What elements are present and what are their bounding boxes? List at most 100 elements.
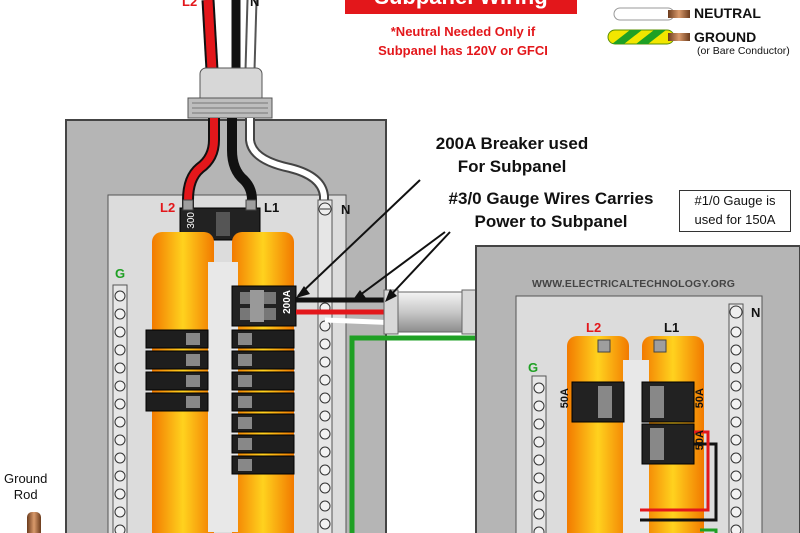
legend-neutral-label: NEUTRAL xyxy=(694,5,761,21)
terminal-screw xyxy=(730,380,742,392)
terminal-screw xyxy=(533,436,545,448)
terminal-screw xyxy=(533,454,545,466)
breaker-handle xyxy=(238,375,252,387)
main-l2-label: L2 xyxy=(160,200,176,215)
legend-ground-label: GROUND xyxy=(694,29,757,45)
ground-rod-label-line-1: Ground xyxy=(4,471,48,486)
terminal-screw xyxy=(114,290,126,302)
top-wire-n-label: N xyxy=(250,0,260,9)
neutral-note: *Neutral Needed Only if Subpanel has 120… xyxy=(352,22,574,60)
neutral-note-line-2: Subpanel has 120V or GFCI xyxy=(378,43,548,58)
terminal-screw xyxy=(319,500,331,512)
breaker-handle xyxy=(238,417,252,429)
terminal-screw xyxy=(533,400,545,412)
main-n-label: N xyxy=(341,202,351,217)
gauge-note-line-2: used for 150A xyxy=(694,212,776,227)
legend-ground-wire xyxy=(607,29,690,45)
terminal-screw xyxy=(114,308,126,320)
terminal-screw xyxy=(730,362,742,374)
sub-l1-label: L1 xyxy=(664,320,680,335)
terminal-screw xyxy=(533,472,545,484)
sub-n-label: N xyxy=(751,305,761,320)
terminal-screw xyxy=(730,506,742,518)
ground-rod-label-line-2: Rod xyxy=(13,487,38,502)
terminal-screw xyxy=(730,398,742,410)
terminal-screw xyxy=(114,524,126,533)
subpanel-breaker-right-top xyxy=(641,381,695,423)
sub-breaker-left-rating: 50A xyxy=(559,388,571,409)
terminal-screw xyxy=(730,524,742,533)
neutral-note-line-1: *Neutral Needed Only if xyxy=(390,24,536,39)
sub-g-label: G xyxy=(528,360,539,375)
terminal-screw xyxy=(319,428,331,440)
website-watermark: WWW.ELECTRICALTECHNOLOGY.ORG xyxy=(532,278,736,290)
terminal-screw xyxy=(319,518,331,530)
subpanel-breaker-right-bottom xyxy=(641,423,695,465)
subpanel-branch-wires xyxy=(640,430,718,533)
terminal-screw xyxy=(319,410,331,422)
callout-arrows xyxy=(296,179,451,302)
breaker-handle xyxy=(186,375,200,387)
service-entrance-wires xyxy=(201,0,258,71)
sub-breaker-right-bottom-rating: 50A xyxy=(694,430,706,451)
terminal-screw xyxy=(114,380,126,392)
terminal-screw xyxy=(114,362,126,374)
terminal-screw xyxy=(114,452,126,464)
terminal-screw xyxy=(319,338,331,350)
terminal-screw xyxy=(319,464,331,476)
main-g-label: G xyxy=(115,266,126,281)
terminal-screw xyxy=(533,526,545,533)
terminal-screw xyxy=(319,374,331,386)
main-l1-label: L1 xyxy=(264,200,280,215)
breaker-handle xyxy=(238,354,252,366)
subpanel-breaker-left xyxy=(571,381,625,423)
breaker-handle xyxy=(238,396,252,408)
ground-rod-label: Ground Rod xyxy=(4,471,47,503)
terminal-screw xyxy=(114,488,126,500)
gauge-callout-line-1: #3/0 Gauge Wires Carries xyxy=(448,189,654,208)
subpanel-feeder-breaker xyxy=(231,285,297,327)
subpanel-bar-screws xyxy=(533,326,742,533)
terminal-screw xyxy=(114,434,126,446)
terminal-screw xyxy=(114,506,126,518)
top-wire-l2-label: L2 xyxy=(182,0,198,9)
terminal-screw xyxy=(319,356,331,368)
breaker-handle xyxy=(238,459,252,471)
subpanel-lugs xyxy=(597,339,667,353)
terminal-screw xyxy=(114,416,126,428)
diagram-title: Subpanel Wiring xyxy=(345,0,577,14)
terminal-screw xyxy=(114,344,126,356)
terminal-screw xyxy=(533,508,545,520)
gauge-callout: #3/0 Gauge Wires Carries Power to Subpan… xyxy=(426,187,676,233)
ground-rod xyxy=(27,512,41,533)
legend-neutral-wire xyxy=(613,7,690,21)
terminal-screw xyxy=(319,446,331,458)
terminal-screw xyxy=(319,392,331,404)
terminal-screw xyxy=(730,344,742,356)
feeder-conduit xyxy=(383,289,477,335)
terminal-screw xyxy=(114,470,126,482)
gauge-callout-line-2: Power to Subpanel xyxy=(474,212,628,231)
breaker-callout: 200A Breaker used For Subpanel xyxy=(412,132,612,178)
terminal-screw xyxy=(730,452,742,464)
main-panel-line-wires xyxy=(182,118,329,214)
terminal-screw xyxy=(114,326,126,338)
main-breaker-rating: 300 xyxy=(186,212,197,229)
terminal-screw xyxy=(730,434,742,446)
breaker-handle xyxy=(186,333,200,345)
legend-ground-sublabel: (or Bare Conductor) xyxy=(697,45,790,57)
terminal-screw xyxy=(730,470,742,482)
breaker-handle xyxy=(186,354,200,366)
main-bar-screws xyxy=(114,290,331,533)
breaker-handle xyxy=(186,396,200,408)
terminal-screw xyxy=(730,416,742,428)
feeder-breaker-rating: 200A xyxy=(282,290,293,314)
main-panel-connector xyxy=(187,67,273,119)
breaker-callout-line-1: 200A Breaker used xyxy=(435,134,589,153)
breaker-handle xyxy=(238,438,252,450)
main-panel-breakers xyxy=(145,329,295,475)
terminal-screw xyxy=(319,482,331,494)
breaker-callout-line-2: For Subpanel xyxy=(457,157,567,176)
